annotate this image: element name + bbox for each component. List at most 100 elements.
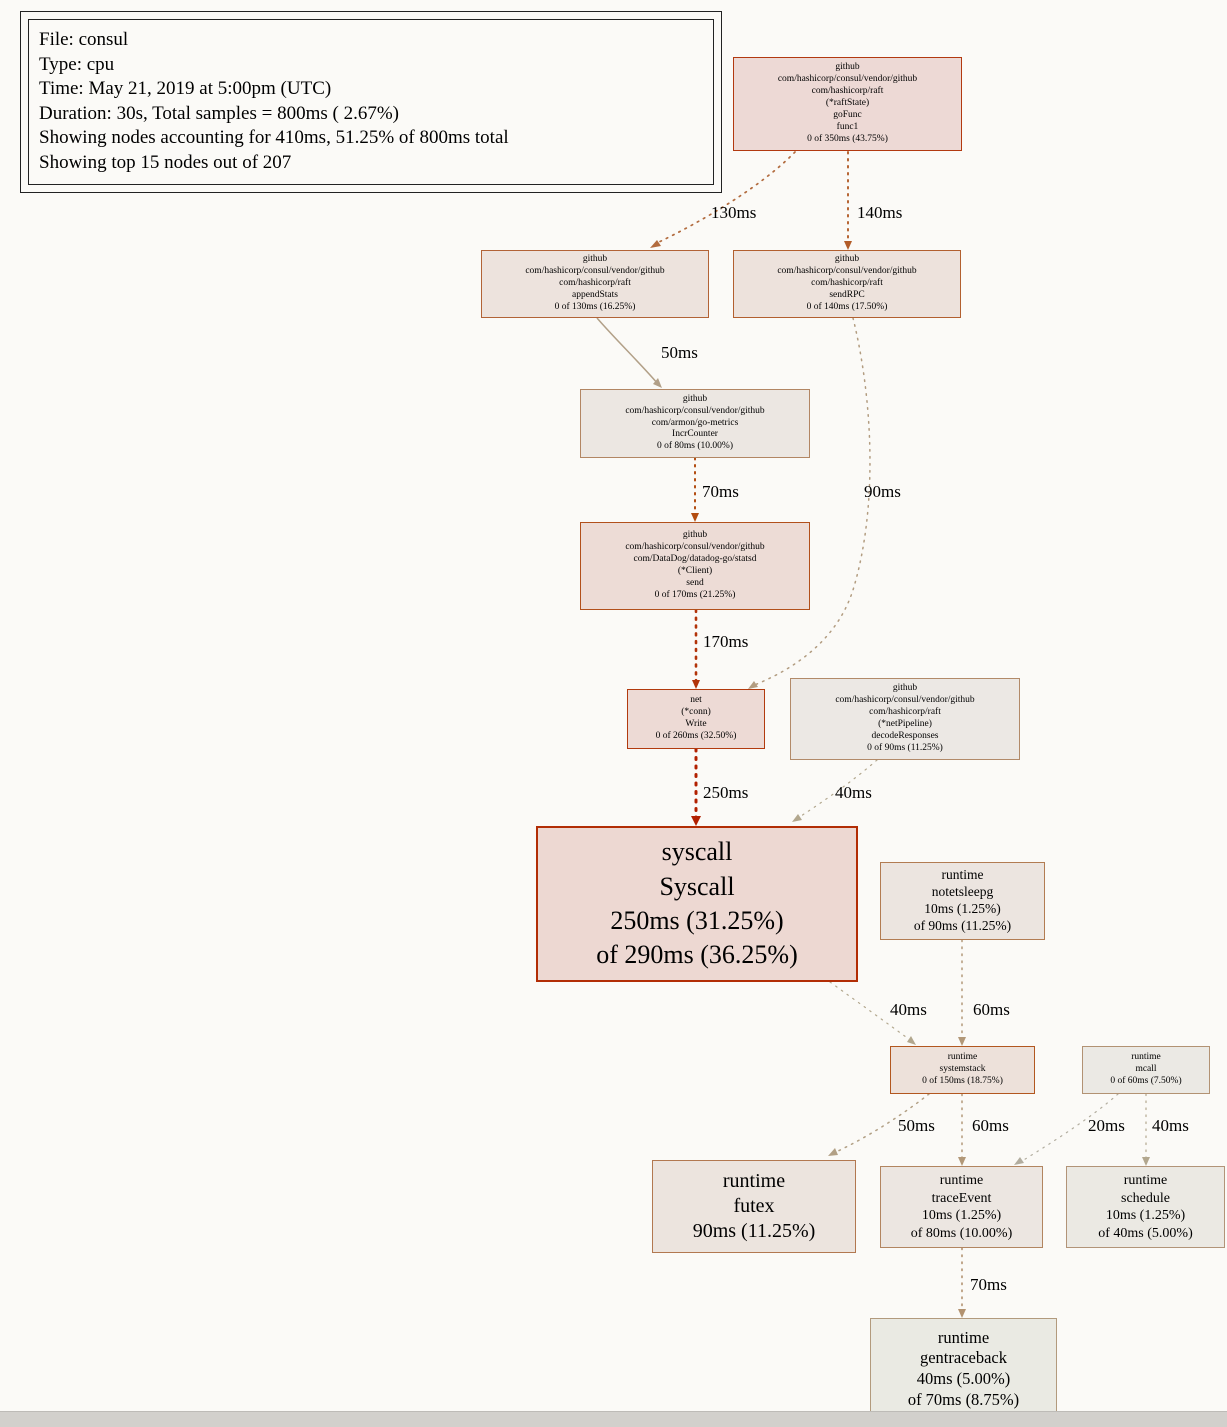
legend-showing-nodes: Showing nodes accounting for 410ms, 51.2…: [39, 127, 509, 148]
node-line: func1: [836, 121, 859, 132]
arrowhead-icon: [1142, 1157, 1150, 1166]
node-line: (*conn): [681, 707, 711, 718]
node-line: com/hashicorp/raft: [869, 707, 941, 718]
node-line: com/armon/go-metrics: [651, 417, 739, 428]
node-line: runtime: [939, 1173, 984, 1188]
arrowhead-icon: [653, 378, 662, 388]
node-line: systemstack: [939, 1064, 986, 1075]
node-line: of 290ms (36.25%): [596, 940, 798, 970]
arrowhead-icon: [958, 1157, 966, 1166]
arrowhead-icon: [958, 1037, 966, 1046]
node-line: Write: [685, 719, 707, 729]
edge-label: 170ms: [703, 632, 749, 651]
node-line: runtime: [947, 1052, 978, 1063]
node-line: (*netPipeline): [878, 719, 932, 729]
edge-label: 60ms: [972, 1116, 1009, 1135]
node-line: decodeResponses: [871, 730, 939, 741]
node-line: 250ms (31.25%): [610, 906, 784, 935]
arrowhead-icon: [844, 241, 852, 250]
node-line: runtime: [1123, 1173, 1168, 1188]
node-line: com/hashicorp/consul/vendor/github: [625, 542, 765, 553]
node-line: com/hashicorp/consul/vendor/github: [835, 695, 975, 706]
edge-label: 40ms: [890, 1000, 927, 1019]
edge-sendrpc-write: [751, 317, 871, 687]
node-line: github: [835, 62, 860, 73]
legend-inner-box: File: consul Type: cpu Time: May 21, 201…: [28, 19, 714, 185]
arrowhead-icon: [828, 1148, 838, 1156]
node-line: github: [834, 254, 860, 265]
node-line: 0 of 260ms (32.50%): [655, 730, 737, 741]
node-line: 0 of 60ms (7.50%): [1110, 1075, 1182, 1086]
legend-file: File: consul: [39, 29, 129, 50]
node-line: github: [582, 254, 608, 265]
node-line: 90ms (11.25%): [692, 1220, 816, 1242]
node-line: sendRPC: [829, 289, 865, 300]
node-line: com/hashicorp/consul/vendor/github: [777, 74, 918, 85]
node-line: com/hashicorp/consul/vendor/github: [525, 266, 665, 277]
edge-label: 250ms: [703, 783, 749, 802]
node-line: com/hashicorp/raft: [559, 278, 631, 289]
node-line: of 90ms (11.25%): [913, 917, 1012, 933]
legend-box: File: consul Type: cpu Time: May 21, 201…: [20, 11, 722, 193]
node-line: Syscall: [659, 871, 735, 901]
edge-label: 20ms: [1088, 1116, 1125, 1135]
legend-top-nodes: Showing top 15 nodes out of 207: [39, 151, 292, 173]
node-line: github: [892, 683, 918, 694]
node-line: com/hashicorp/consul/vendor/github: [625, 405, 765, 416]
node-line: net: [690, 695, 702, 706]
node-line: github: [682, 393, 708, 404]
edge-gofunc-appendstats: [656, 151, 796, 244]
legend-time: Time: May 21, 2019 at 5:00pm (UTC): [39, 78, 332, 99]
node-line: (*Client): [677, 566, 713, 576]
node-line: 0 of 80ms (10.00%): [657, 441, 733, 452]
edge-label: 140ms: [857, 203, 903, 222]
node-line: runtime: [1131, 1052, 1161, 1063]
node-line: of 70ms (8.75%): [907, 1389, 1020, 1409]
arrowhead-icon: [692, 680, 700, 689]
node-line: gentraceback: [919, 1348, 1008, 1368]
node-line: 0 of 150ms (18.75%): [922, 1075, 1003, 1086]
node-line: notetsleepg: [931, 884, 994, 900]
node-line: runtime: [941, 867, 984, 883]
node-line: of 80ms (10.00%): [910, 1225, 1013, 1241]
node-line: com/hashicorp/raft: [811, 278, 883, 289]
node-line: runtime: [937, 1327, 990, 1347]
edge-mcall-traceevent: [1021, 1093, 1119, 1162]
node-line: (*raftState): [825, 98, 870, 109]
edge-label: 130ms: [711, 203, 757, 222]
edge-label: 50ms: [661, 343, 698, 362]
edge-decoderesponses-syscall: [797, 759, 878, 819]
horizontal-scrollbar-track[interactable]: [0, 1411, 1227, 1427]
node-line: 0 of 140ms (17.50%): [806, 301, 888, 312]
node-line: com/DataDog/datadog-go/statsd: [633, 554, 757, 565]
edge-label: 90ms: [864, 482, 901, 501]
arrowhead-icon: [958, 1309, 966, 1318]
edge-label: 70ms: [702, 482, 739, 501]
node-line: send: [686, 577, 704, 588]
arrowhead-icon: [748, 681, 758, 689]
edge-systemstack-futex: [835, 1093, 930, 1153]
node-line: 10ms (1.25%): [921, 1208, 1002, 1223]
arrowhead-icon: [1014, 1157, 1024, 1165]
node-line: 40ms (5.00%): [916, 1369, 1011, 1388]
edge-label: 50ms: [898, 1116, 935, 1135]
node-line: goFunc: [833, 109, 862, 120]
arrowhead-icon: [907, 1036, 916, 1045]
edge-label: 70ms: [970, 1275, 1007, 1294]
arrowhead-icon: [650, 240, 661, 248]
